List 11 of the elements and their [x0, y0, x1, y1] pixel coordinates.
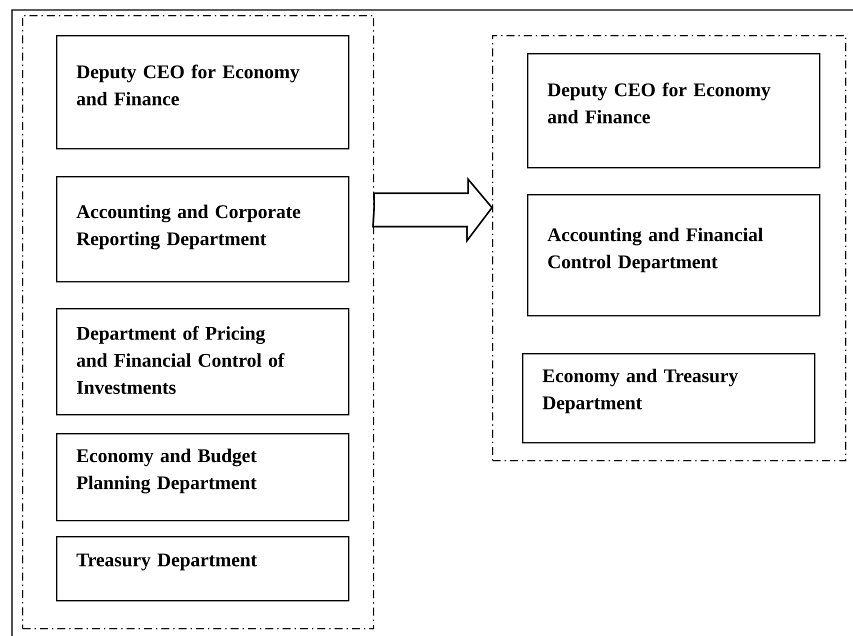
department-box: Economy and Treasury Department	[522, 353, 816, 444]
block-arrow	[372, 176, 494, 244]
dashed-group-frame	[22, 15, 374, 630]
department-box: Accounting and Corporate Reporting Department	[56, 176, 350, 282]
department-box: Deputy CEO for Economy and Finance	[56, 35, 350, 150]
department-box: Treasury Department	[56, 536, 350, 602]
department-box: Accounting and Financial Control Department	[527, 194, 820, 316]
department-box: Deputy CEO for Economy and Finance	[527, 53, 820, 168]
department-box: Economy and Budget Planning Department	[56, 433, 350, 522]
dashed-group-frame	[492, 35, 846, 462]
department-box: Department of Pricing and Financial Control of Investments	[56, 308, 350, 416]
